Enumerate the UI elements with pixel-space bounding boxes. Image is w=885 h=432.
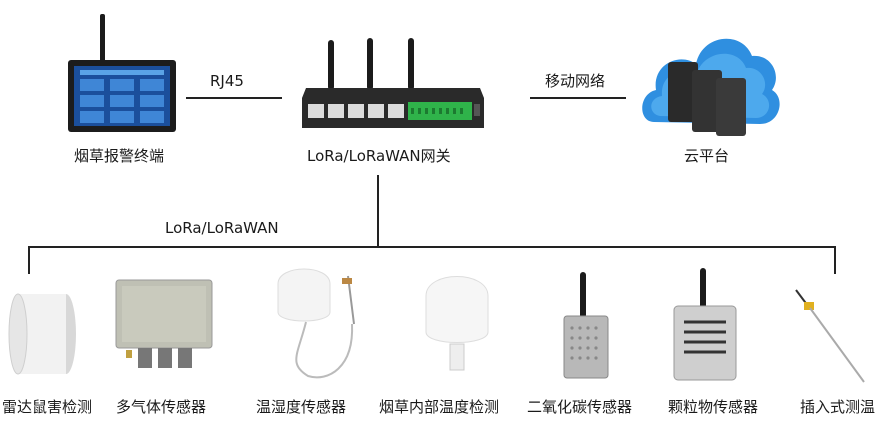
sensor-label-radar: 雷达鼠害检测 <box>2 398 93 416</box>
sensor-label-co2: 二氧化碳传感器 <box>527 398 633 416</box>
sensor-label-temp-humidity: 温湿度传感器 <box>256 398 347 416</box>
cloud-platform-icon <box>640 24 780 140</box>
lora-label: LoRa/LoRaWAN <box>165 219 279 237</box>
sensor-label-particulate: 颗粒物传感器 <box>668 398 759 416</box>
alarm-terminal-icon <box>66 12 178 136</box>
radar-sensor-icon <box>8 282 78 382</box>
particulate-sensor-icon <box>668 266 742 384</box>
mobile-link-line <box>530 97 626 99</box>
sensor-label-gas: 多气体传感器 <box>116 398 207 416</box>
gateway-label: LoRa/LoRaWAN网关 <box>307 147 451 165</box>
mobile-network-label: 移动网络 <box>545 72 606 90</box>
bus-drop-right <box>834 246 836 274</box>
bus-drop-left <box>28 246 30 274</box>
lora-trunk-line <box>377 175 379 247</box>
internal-temp-sensor-icon <box>420 266 494 376</box>
temp-humidity-sensor-icon <box>268 264 368 384</box>
rj45-link-line <box>186 97 282 99</box>
sensor-bus-line <box>28 246 836 248</box>
gas-sensor-icon <box>112 276 216 372</box>
co2-sensor-icon <box>554 270 618 384</box>
cloud-label: 云平台 <box>684 147 730 165</box>
gateway-icon <box>298 36 488 132</box>
rj45-label: RJ45 <box>210 72 244 90</box>
terminal-label: 烟草报警终端 <box>74 147 165 165</box>
sensor-label-probe: 插入式测温 <box>800 398 876 416</box>
sensor-label-internal-temp: 烟草内部温度检测 <box>379 398 500 416</box>
probe-thermometer-icon <box>790 284 870 384</box>
